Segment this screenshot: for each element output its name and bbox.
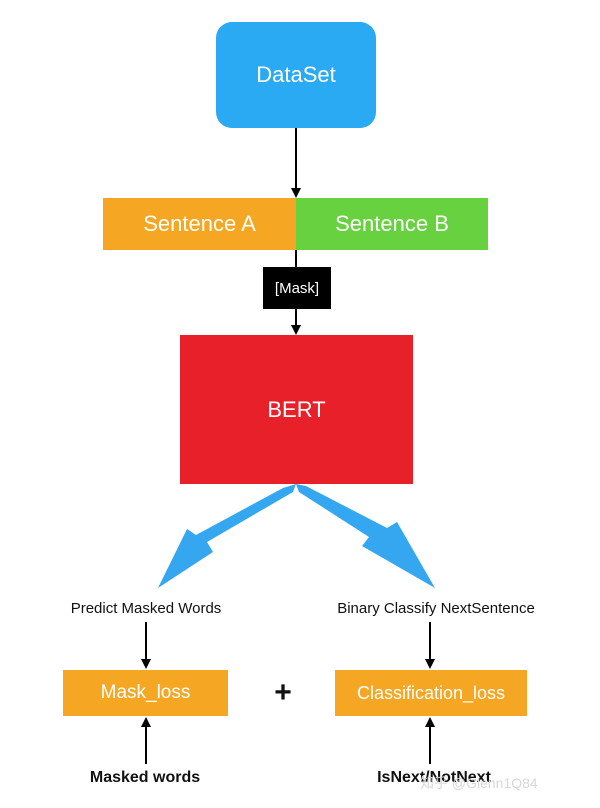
mask-token-box: [Mask]	[263, 267, 331, 309]
binary-classify-label: Binary Classify NextSentence	[337, 600, 535, 617]
sentence-b-box: Sentence B	[296, 198, 488, 250]
masked-words-label: Masked words	[89, 769, 201, 786]
bert-box: BERT	[180, 335, 413, 484]
sentence-a-box: Sentence A	[103, 198, 296, 250]
big-arrow-right-icon	[296, 484, 435, 588]
dataset-box: DataSet	[216, 22, 376, 128]
plus-sign: +	[274, 676, 292, 709]
isnext-notnext-label: IsNext/NotNext	[377, 769, 491, 786]
watermark: 知乎 @Glenn1Q84	[420, 775, 538, 791]
classification-loss-box: Classification_loss	[335, 670, 527, 716]
mask-loss-box: Mask_loss	[63, 670, 228, 716]
predict-masked-words-label: Predict Masked Words	[70, 600, 222, 617]
big-arrow-left-icon	[158, 484, 296, 588]
